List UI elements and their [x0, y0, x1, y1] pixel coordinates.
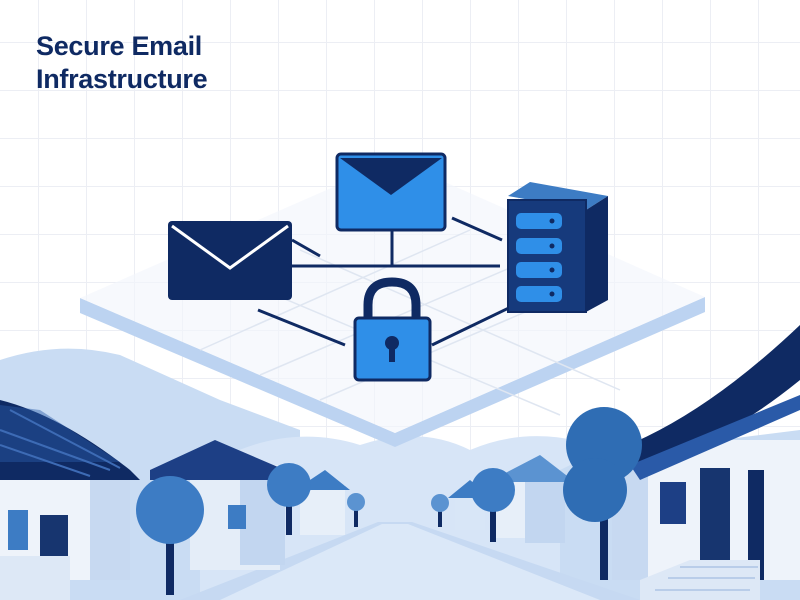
envelope-icon: [335, 152, 447, 232]
page-title: Secure Email Infrastructure: [36, 30, 208, 96]
envelope-icon: [168, 221, 292, 300]
network-connectors: [257, 216, 516, 347]
houses-left: [0, 400, 350, 600]
title-line-2: Infrastructure: [36, 64, 208, 94]
server-icon: [507, 182, 608, 313]
trees: [136, 407, 642, 595]
road: [180, 522, 640, 600]
title-line-1: Secure Email: [36, 31, 202, 61]
padlock-icon: [353, 277, 432, 382]
